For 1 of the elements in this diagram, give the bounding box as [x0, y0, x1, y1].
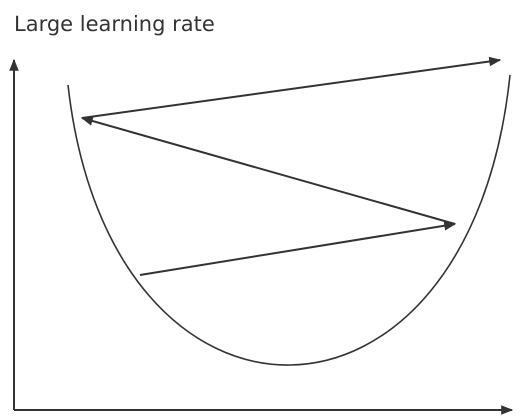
title: Large learning rate [14, 12, 215, 36]
